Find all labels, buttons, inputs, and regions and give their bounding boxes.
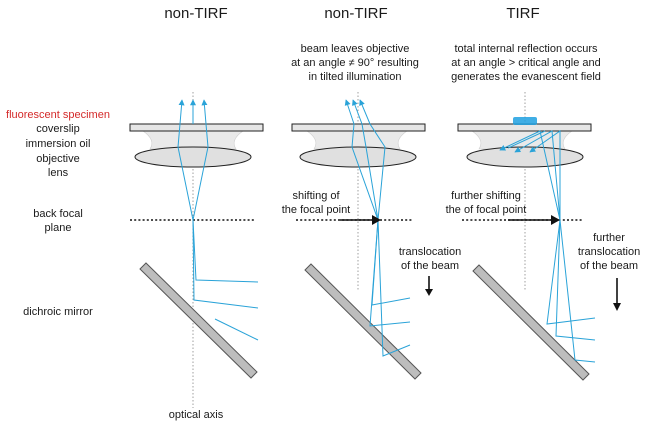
trans-arrow-right-head [613,303,621,311]
label-lens: lens [48,167,69,179]
label-objective: objective [36,153,79,165]
note-middle-top-1: beam leaves objective [301,43,410,55]
label-oil: immersion oil [26,138,91,150]
beam-middle-a [344,99,411,306]
panel-right: total internal reflection occurs at an a… [446,43,640,381]
panel-left [129,92,264,408]
beam-middle-c [352,99,411,357]
note-right-top-3: generates the evanescent field [451,71,601,83]
immersion-oil-left [142,130,244,150]
beam-middle-b [359,99,411,327]
beam-right-d [507,130,546,149]
coverslip-right [457,123,592,132]
objective-lens-left [134,146,252,168]
title-middle: non-TIRF [324,5,387,22]
note-right-trans-1: further [593,232,625,244]
dichroic-mirror-middle [304,263,422,380]
note-right-top-1: total internal reflection occurs [454,43,598,55]
note-middle-top-2: at an angle ≠ 90° resulting [291,57,419,69]
shift-arrow-right-head [551,215,560,225]
note-middle-top-3: in tilted illumination [309,71,402,83]
beam-left-b [192,99,259,309]
label-optical-axis: optical axis [169,409,224,421]
evanescent-field [513,117,537,125]
shift-arrow-middle-head [372,215,381,225]
objective-lens-right [466,146,584,168]
immersion-oil-middle [306,130,408,150]
label-bfp-line2: plane [45,222,72,234]
beam-left-c [214,318,259,341]
label-mirror: dichroic mirror [23,306,93,318]
objective-lens-middle [299,146,417,168]
note-right-shift-1: further shifting [451,190,521,202]
coverslip-middle [291,123,426,132]
note-right-trans-3: of the beam [580,260,638,272]
note-middle-shift-1: shifting of [292,190,340,202]
title-right: TIRF [506,5,539,22]
label-specimen: fluorescent specimen [6,109,110,121]
label-coverslip: coverslip [36,123,79,135]
note-middle-trans-2: of the beam [401,260,459,272]
note-right-shift-2: the of focal point [446,204,527,216]
title-left: non-TIRF [164,5,227,22]
trans-arrow-middle-head [425,289,433,296]
note-middle-shift-2: the focal point [282,204,351,216]
dichroic-mirror-right [472,264,590,381]
beam-left-a [177,99,259,283]
note-right-trans-2: translocation [578,246,640,258]
note-middle-trans-1: translocation [399,246,461,258]
note-right-top-2: at an angle > critical angle and [451,57,601,69]
coverslip-left [129,123,264,132]
panel-middle: beam leaves objective at an angle ≠ 90° … [282,43,461,380]
label-bfp-line1: back focal [33,208,83,220]
dichroic-mirror-left [139,262,258,379]
